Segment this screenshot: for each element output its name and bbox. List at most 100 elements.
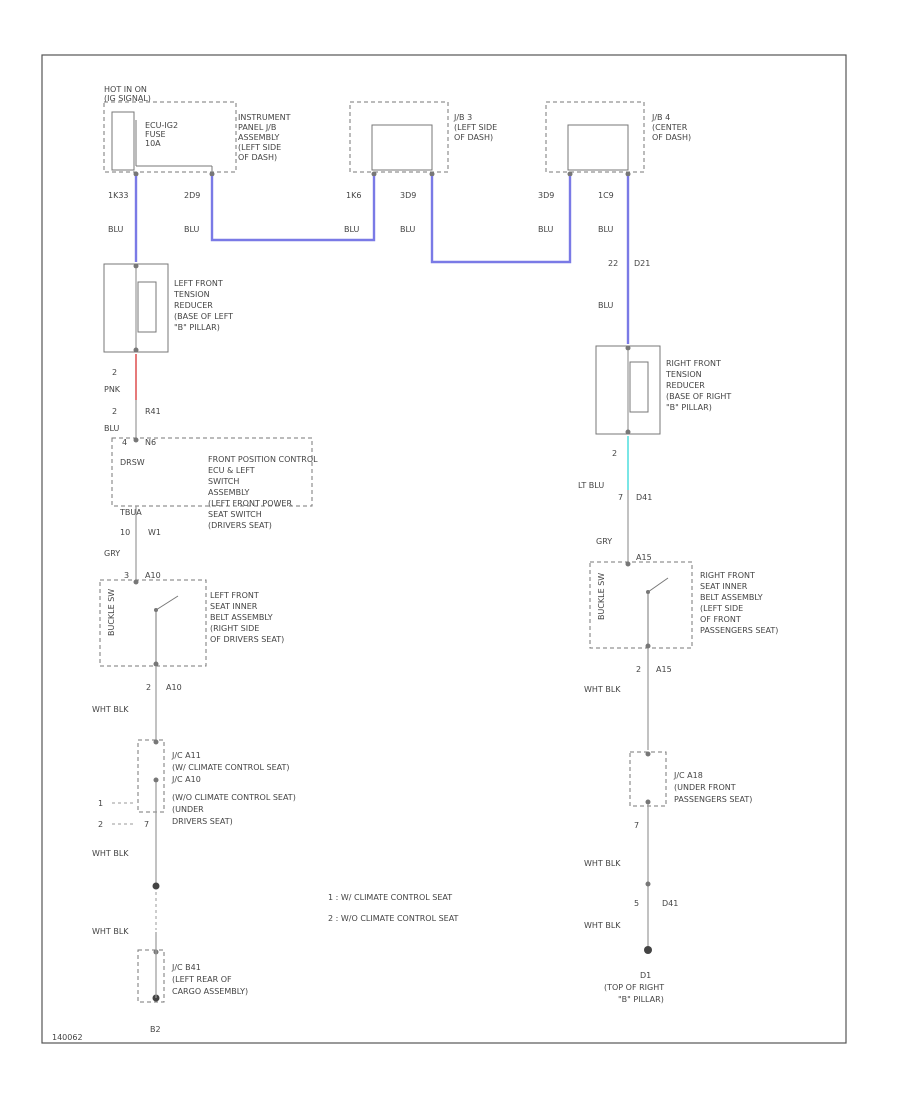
- hot-label: HOT IN ON: [104, 85, 147, 94]
- right-pin-7b: 7: [634, 821, 639, 830]
- left-jc-label-1: J/C A11: [171, 751, 201, 760]
- ecu-pin-drsw: DRSW: [120, 458, 145, 467]
- right-ground-label-3: "B" PILLAR): [618, 995, 664, 1004]
- left-reducer-inner: [137, 281, 157, 333]
- left-buckle-box: [99, 579, 207, 667]
- left-tr-label-5: "B" PILLAR): [174, 323, 220, 332]
- ecu-label-5: (LEFT FRONT POWER: [208, 499, 292, 508]
- right-buckle-label-4: (LEFT SIDE: [700, 604, 743, 613]
- right-buckle-label-5: OF FRONT: [700, 615, 741, 624]
- terminal-dot: [567, 171, 573, 177]
- fuse-label-1: ECU-IG2: [145, 121, 178, 130]
- pin-label-4: 3D9: [400, 191, 416, 200]
- terminal-dot: [371, 171, 377, 177]
- r41-label: R41: [145, 407, 161, 416]
- fuse-label-2: FUSE: [145, 130, 166, 139]
- left-tr-label-4: (BASE OF LEFT: [174, 312, 233, 321]
- right-jc-label-1: J/C A18: [673, 771, 703, 780]
- left-jc-bottom-label-3: CARGO ASSEMBLY): [172, 987, 248, 996]
- jb4-label-1: J/B 4: [651, 113, 670, 122]
- right-wht-blk-2: WHT BLK: [584, 859, 621, 868]
- right-pin-2b: 2: [636, 665, 641, 674]
- left-jc-label-2: (W/ CLIMATE CONTROL SEAT): [172, 763, 290, 772]
- terminal-dot: [153, 739, 159, 745]
- right-pin-2: 2: [612, 449, 617, 458]
- right-pin-5: 5: [634, 899, 639, 908]
- wire-color-1: BLU: [108, 225, 124, 234]
- right-buckle-box: [589, 561, 693, 649]
- wire-color-5: BLU: [538, 225, 554, 234]
- left-buckle-label-1: LEFT FRONT: [210, 591, 259, 600]
- ecu-label-2: ECU & LEFT: [208, 466, 255, 475]
- left-ground-label: B2: [150, 1025, 161, 1034]
- legend-1: 1 : W/ CLIMATE CONTROL SEAT: [328, 893, 452, 902]
- ecu-label-7: (DRIVERS SEAT): [208, 521, 272, 530]
- left-jc-label-4: (W/O CLIMATE CONTROL SEAT): [172, 793, 296, 802]
- left-tr-label-2: TENSION: [173, 290, 210, 299]
- right-jc-box: [629, 751, 667, 807]
- wire-color-6: BLU: [598, 225, 614, 234]
- blu-wires: [134, 176, 630, 344]
- ecu-label-3: SWITCH: [208, 477, 239, 486]
- left-jc-label-5: (UNDER: [172, 805, 204, 814]
- ecu-label-6: SEAT SWITCH: [208, 510, 262, 519]
- ecu-pin-10: 10: [120, 528, 130, 537]
- left-switch-blade: [155, 595, 179, 611]
- terminal-dot: [429, 171, 435, 177]
- terminal-dot: [645, 799, 651, 805]
- wire-color-4: BLU: [400, 225, 416, 234]
- gry-label-left: GRY: [104, 549, 120, 558]
- right-buckle-label-1: RIGHT FRONT: [700, 571, 755, 580]
- left-tr-label-3: REDUCER: [174, 301, 213, 310]
- right-switch-blade: [647, 577, 669, 593]
- wht-blk-left-3: WHT BLK: [92, 927, 129, 936]
- left-pin-2: 2: [146, 683, 151, 692]
- terminal-dot: [133, 263, 139, 269]
- right-ground-dot: [644, 946, 652, 954]
- left-jc-label-3: J/C A10: [171, 775, 201, 784]
- terminal-dot: [645, 881, 651, 887]
- diagram-frame: [41, 54, 847, 1044]
- terminal-dot: [645, 643, 651, 649]
- jb4-label-3: OF DASH): [652, 133, 691, 142]
- left-jc-bottom-box: [137, 949, 165, 1003]
- right-buckle-switch-label: BUCKLE SW: [597, 573, 606, 620]
- blu-label-left: BLU: [104, 424, 120, 433]
- right-buckle-label-3: BELT ASSEMBLY: [700, 593, 763, 602]
- left-ecu-box: [111, 437, 313, 507]
- jb3-label-2: (LEFT SIDE: [454, 123, 497, 132]
- ip-jb-label-3: ASSEMBLY: [238, 133, 279, 142]
- ecu-pin-w1: W1: [148, 528, 161, 537]
- ecu-pin-n6: N6: [145, 438, 156, 447]
- hot-label-2: (IG SIGNAL): [104, 94, 151, 103]
- terminal-dot: [625, 171, 631, 177]
- terminal-dot: [625, 429, 631, 435]
- ecu-pin-tbua: TBUA: [119, 508, 142, 517]
- ip-jb-label-2: PANEL J/B: [238, 123, 276, 132]
- jb3-inner: [371, 124, 433, 171]
- right-tr-label-2: TENSION: [665, 370, 702, 379]
- jb4-box: [545, 101, 645, 173]
- left-jc-bottom-label-1: J/C B41: [171, 963, 201, 972]
- splice-dot: [152, 882, 160, 890]
- right-pin-d41c: D41: [662, 899, 678, 908]
- right-jc-label-2: (UNDER FRONT: [674, 783, 736, 792]
- jb4-inner: [567, 124, 629, 171]
- right-blu-label: BLU: [598, 301, 614, 310]
- left-jc-box: [137, 739, 165, 813]
- pin-label-6: 1C9: [598, 191, 614, 200]
- right-wht-blk-1: WHT BLK: [584, 685, 621, 694]
- left-jc-pin-2: 2: [98, 820, 103, 829]
- ip-jb-label-1: INSTRUMENT: [238, 113, 291, 122]
- pin-label-5: 3D9: [538, 191, 554, 200]
- wire-blu-jb3-jb4: [430, 176, 572, 264]
- left-jc-pin-7: 7: [144, 820, 149, 829]
- wire-color-3: BLU: [344, 225, 360, 234]
- terminal-dot: [133, 171, 139, 177]
- left-buckle-label-2: SEAT INNER: [210, 602, 258, 611]
- jb4-label-2: (CENTER: [652, 123, 688, 132]
- right-buckle-label-2: SEAT INNER: [700, 582, 748, 591]
- right-ground-label-2: (TOP OF RIGHT: [604, 983, 664, 992]
- right-tr-label-4: (BASE OF RIGHT: [666, 392, 731, 401]
